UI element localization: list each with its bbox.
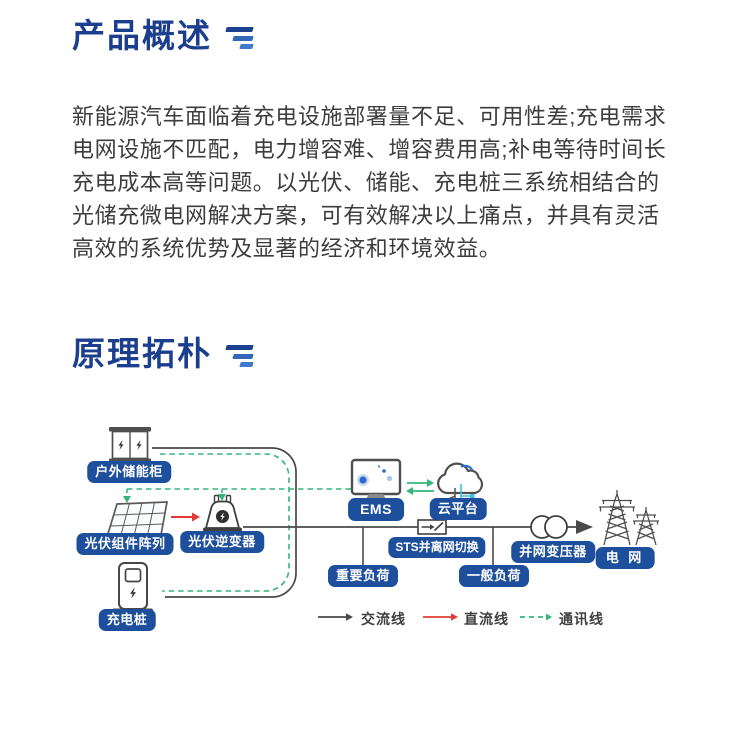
paragraph-line: 电网设施不匹配，电力增容难、增容费用高;补电等待时间长 — [72, 137, 667, 162]
paragraph-line: 充电成本高等问题。以光伏、储能、充电桩三系统相结合的 — [72, 170, 660, 195]
label-pill-ems: EMS — [348, 498, 404, 521]
comm-bus-line — [123, 488, 351, 503]
topology-diagram: 户外储能柜 光伏组件阵列 光伏逆变器 充电桩 EMS 云平台 STS并离网切换 … — [0, 410, 738, 670]
storage-cabinet-icon — [109, 427, 151, 466]
legend-label-ac: 交流线 — [361, 611, 406, 627]
grid-towers-icon — [599, 490, 659, 546]
label-pill-critical-load: 重要负荷 — [327, 565, 399, 587]
legend-label-dc: 直流线 — [464, 611, 509, 627]
ev-charger-icon — [112, 562, 153, 613]
label-pill-charger: 充电桩 — [98, 609, 156, 631]
overview-title: 产品概述 — [72, 17, 212, 54]
overview-section-header: 产品概述 — [72, 17, 254, 54]
label-pill-pv-array: 光伏组件阵列 — [76, 533, 174, 555]
paragraph-line: 高效的系统优势及显著的经济和环境效益。 — [72, 236, 502, 261]
legend-label-comm: 通讯线 — [559, 611, 604, 627]
label-pill-pv-inverter: 光伏逆变器 — [180, 531, 264, 553]
label-pill-transformer: 并网变压器 — [511, 541, 595, 563]
sts-switch-icon — [417, 519, 447, 535]
legend-ac-arrow — [318, 613, 353, 621]
dc-arrow — [171, 512, 200, 522]
label-pill-sts: STS并离网切换 — [388, 537, 486, 558]
title-accent-bars-icon — [225, 27, 254, 50]
label-pill-cloud: 云平台 — [429, 498, 487, 520]
topology-diagram-canvas — [105, 427, 659, 621]
paragraph-line: 光储充微电网解决方案，可有效解决以上痛点，并具有灵活 — [72, 203, 660, 228]
ems-monitor-icon — [350, 458, 402, 503]
legend-comm-arrow — [520, 613, 552, 621]
topology-title: 原理拓朴 — [72, 335, 212, 372]
storage-charger-comm-loop — [160, 453, 290, 592]
pv-inverter-icon — [203, 494, 242, 532]
storage-charger-power-loop — [152, 447, 297, 598]
ems-cloud-arrows — [406, 479, 434, 495]
legend-dc-arrow — [423, 613, 458, 621]
label-pill-storage: 户外储能柜 — [87, 461, 171, 483]
overview-paragraph: 新能源汽车面临着充电设施部署量不足、可用性差;充电需求 电网设施不匹配，电力增容… — [72, 100, 712, 265]
transformer-icon — [530, 515, 568, 539]
label-pill-general-load: 一般负荷 — [458, 565, 530, 587]
title-accent-bars-icon — [225, 345, 254, 368]
ac-bus-line — [243, 520, 593, 565]
paragraph-line: 新能源汽车面临着充电设施部署量不足、可用性差;充电需求 — [72, 104, 667, 129]
topology-section-header: 原理拓朴 — [72, 335, 254, 372]
label-pill-grid: 电 网 — [595, 547, 655, 569]
